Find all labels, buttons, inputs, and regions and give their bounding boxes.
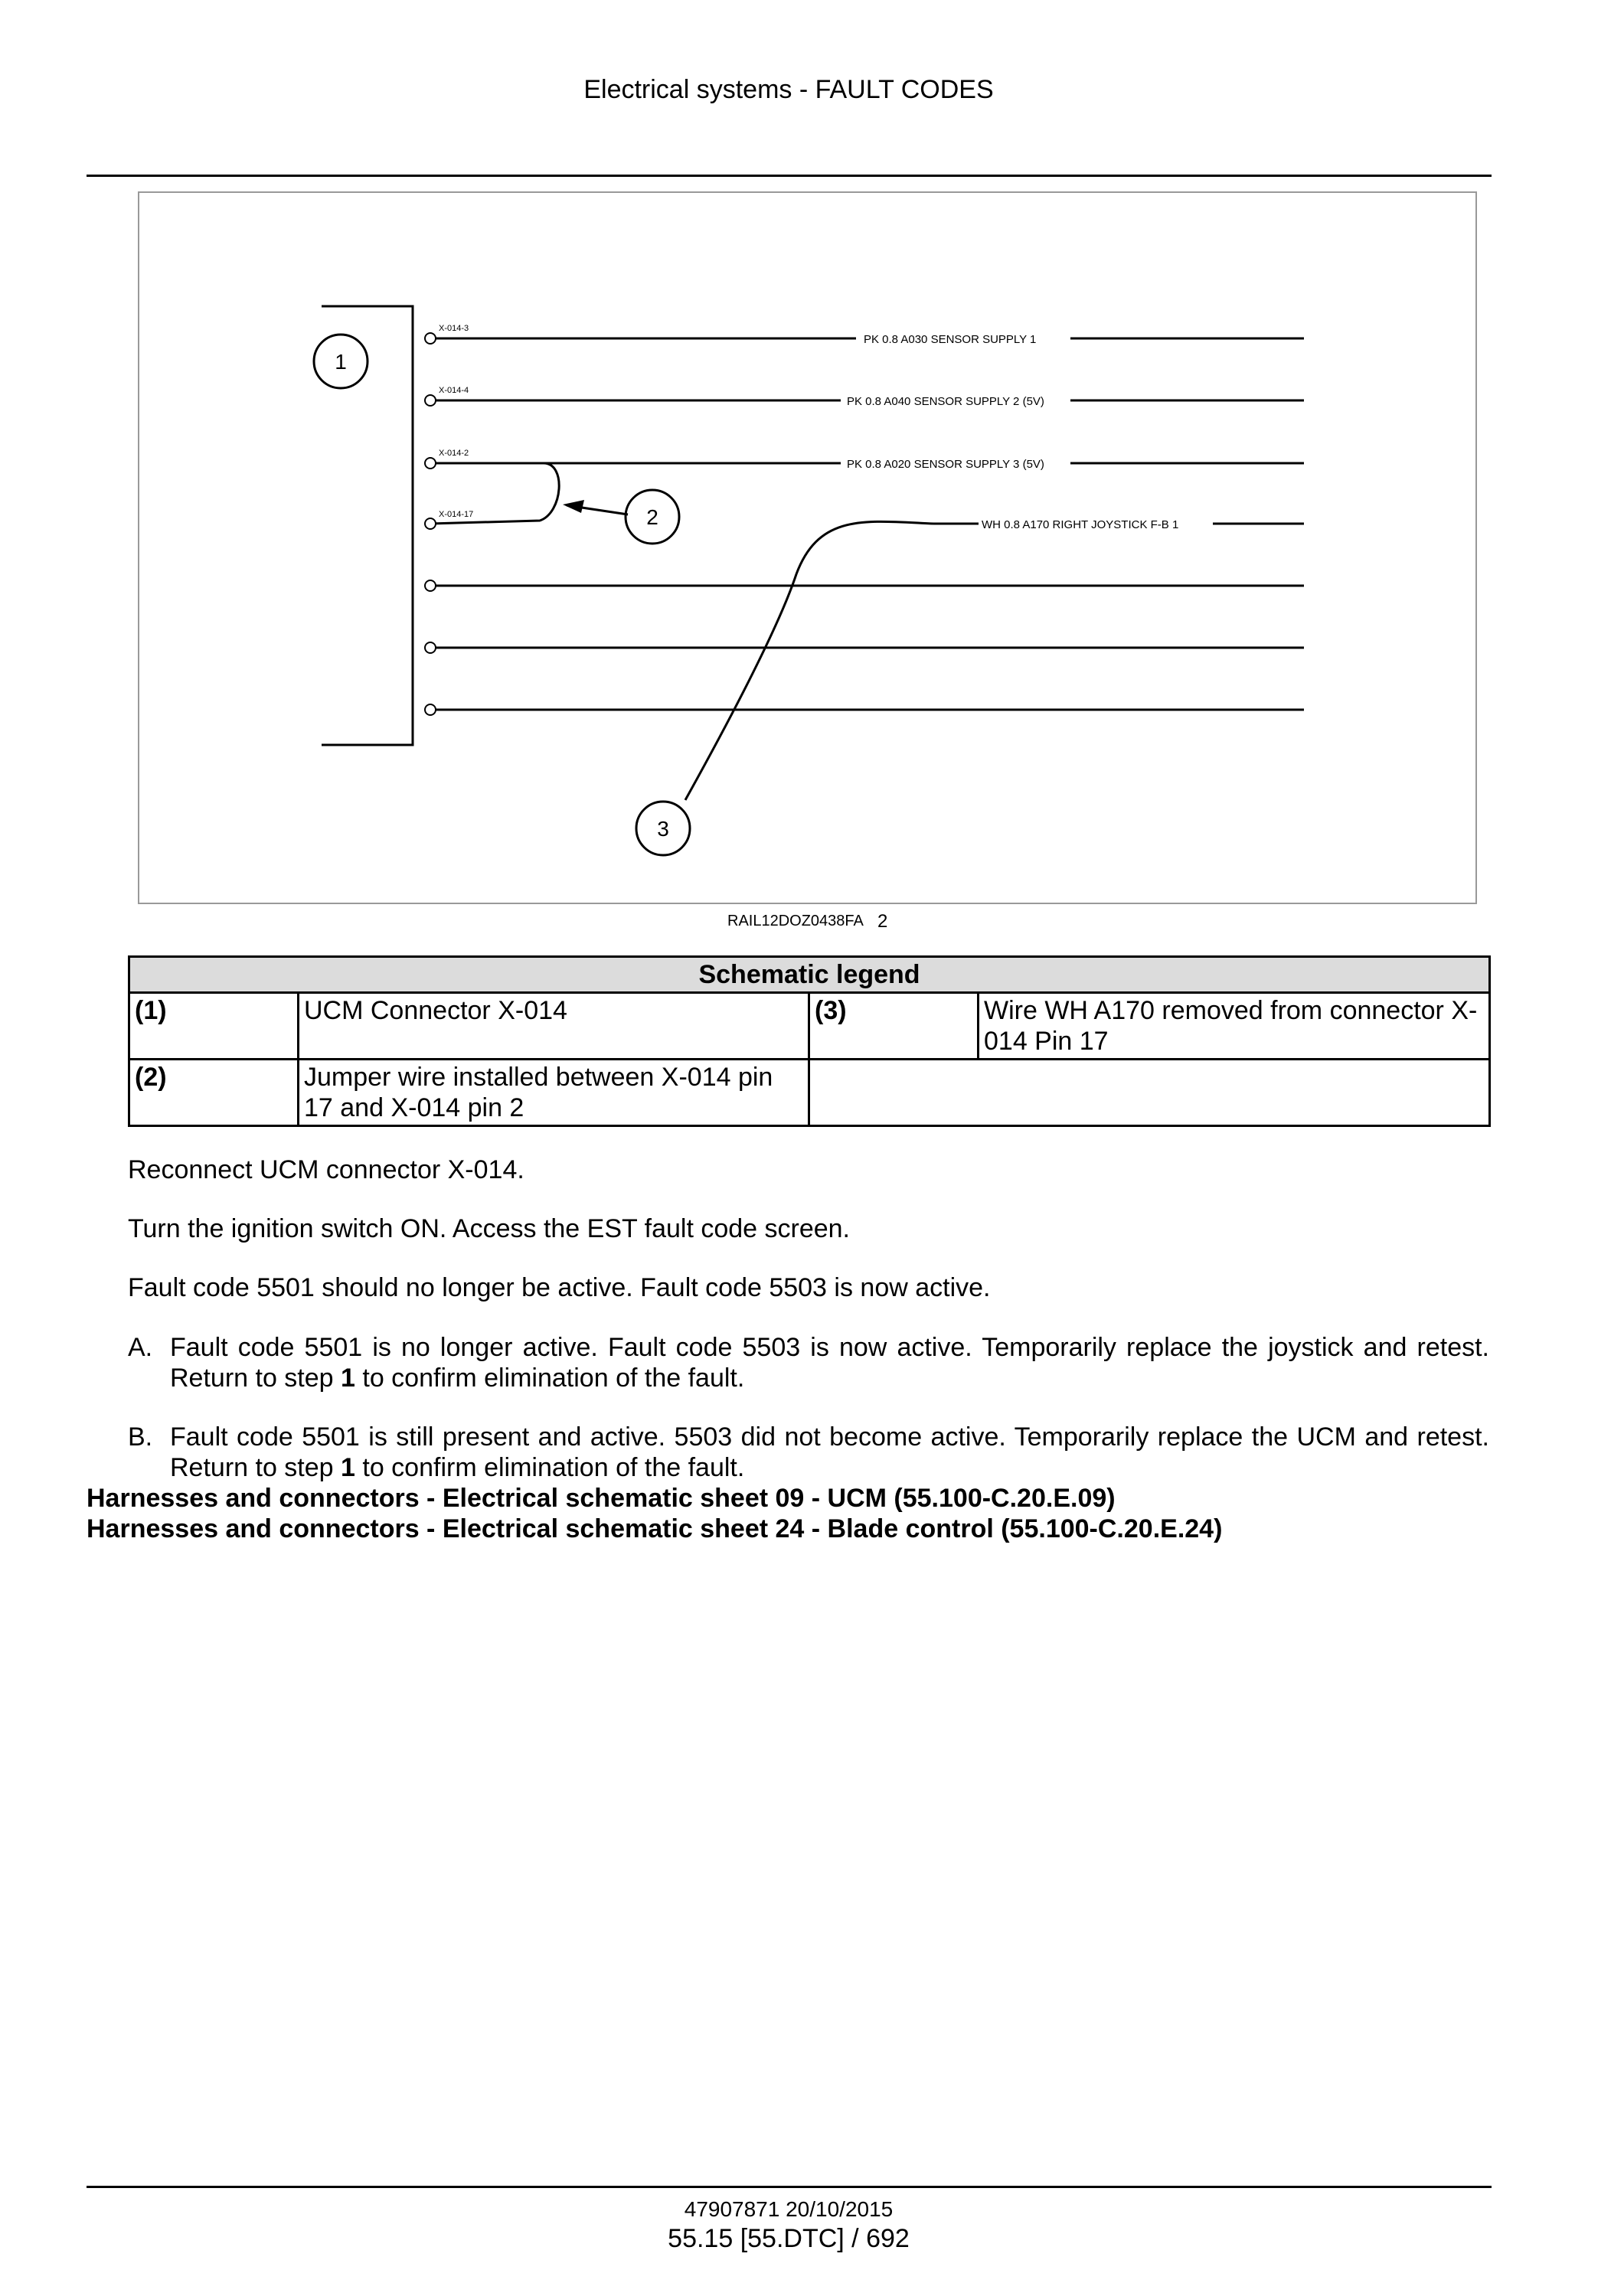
- callout-label-2: 2: [646, 505, 658, 529]
- pin-label: X-014-4: [439, 386, 469, 395]
- schematic-legend-table: Schematic legend (1) UCM Connector X-014…: [127, 955, 1492, 1127]
- callout-label-1: 1: [335, 350, 347, 374]
- legend-item-text: UCM Connector X-014: [297, 991, 810, 1060]
- figure-frame: [138, 191, 1477, 904]
- connector-body: [322, 305, 414, 746]
- wire-label-bg: [979, 514, 1213, 533]
- figure-reference: RAIL12DOZ0438FA: [727, 913, 864, 929]
- step-reference: 1: [341, 1364, 355, 1393]
- pin-terminal: [424, 332, 436, 345]
- header-rule: [87, 175, 1492, 177]
- step-label: B.: [128, 1422, 153, 1452]
- callout-label-3: 3: [657, 817, 669, 841]
- step-text: Fault code 5501 is still present and act…: [170, 1422, 1489, 1482]
- figure-number: 2: [877, 911, 888, 932]
- jumper-wire: [430, 462, 560, 525]
- step-text: Fault code 5501 is no longer active. Fau…: [170, 1333, 1489, 1393]
- instruction-paragraph: Fault code 5501 should no longer be acti…: [128, 1273, 991, 1302]
- step-b: B. Fault code 5501 is still present and …: [128, 1422, 1489, 1483]
- legend-item-number: (1): [128, 991, 299, 1060]
- pin-label: X-014-17: [439, 510, 473, 519]
- callout-circle-1: [312, 333, 369, 390]
- cross-reference-link[interactable]: Harnesses and connectors - Electrical sc…: [87, 1484, 1116, 1513]
- instruction-paragraph: Reconnect UCM connector X-014.: [128, 1155, 524, 1184]
- page-number: 55.15 [55.DTC] / 692: [668, 2224, 910, 2253]
- wire-label-bg: [841, 391, 1070, 410]
- removed-wire: [684, 520, 934, 801]
- pin-terminal: [424, 580, 436, 592]
- cross-reference-link[interactable]: Harnesses and connectors - Electrical sc…: [87, 1514, 1223, 1543]
- legend-item-text: Jumper wire installed between X-014 pin …: [297, 1058, 810, 1127]
- page-header-title: Electrical systems - FAULT CODES: [583, 75, 994, 104]
- wiring-schematic: 1 2 3 X-014-3 X-014-4 X-014-2 X-014-17 P…: [312, 305, 1304, 857]
- pin-terminal: [424, 518, 436, 530]
- pin-terminal: [424, 642, 436, 654]
- legend-item-number: (3): [808, 991, 979, 1060]
- legend-empty-cell: [807, 1058, 1492, 1127]
- wire-label: PK 0.8 A040 SENSOR SUPPLY 2 (5V): [847, 395, 1044, 408]
- step-label: A.: [128, 1333, 153, 1362]
- wire-label: WH 0.8 A170 RIGHT JOYSTICK F-B 1: [982, 518, 1178, 531]
- document-id: 47907871 20/10/2015: [684, 2197, 894, 2221]
- wire-label: PK 0.8 A020 SENSOR SUPPLY 3 (5V): [847, 458, 1044, 471]
- legend-title: Schematic legend: [127, 955, 1492, 994]
- pin-terminal: [424, 394, 436, 407]
- legend-row: (1) UCM Connector X-014 (3) Wire WH A170…: [128, 991, 1492, 1060]
- legend-row: (2) Jumper wire installed between X-014 …: [128, 1058, 1492, 1127]
- footer-rule: [87, 2186, 1492, 2188]
- wire-label-bg: [856, 329, 1070, 348]
- legend-item-number: (2): [128, 1058, 299, 1127]
- wire-label-bg: [841, 454, 1070, 472]
- callout-circle-3: [635, 800, 691, 857]
- legend-title-row: Schematic legend: [127, 955, 1492, 994]
- pin-label: X-014-3: [439, 324, 469, 333]
- callout-circle-2: [624, 488, 681, 545]
- pin-terminal: [424, 704, 436, 716]
- pin-label: X-014-2: [439, 449, 469, 458]
- legend-item-text: Wire WH A170 removed from connector X-01…: [976, 991, 1492, 1060]
- instruction-paragraph: Turn the ignition switch ON. Access the …: [128, 1214, 851, 1243]
- step-a: A. Fault code 5501 is no longer active. …: [128, 1332, 1489, 1393]
- step-reference: 1: [341, 1453, 355, 1482]
- wire-label: PK 0.8 A030 SENSOR SUPPLY 1: [864, 333, 1036, 346]
- callout-2-arrowhead: [563, 500, 584, 513]
- pin-terminal: [424, 457, 436, 469]
